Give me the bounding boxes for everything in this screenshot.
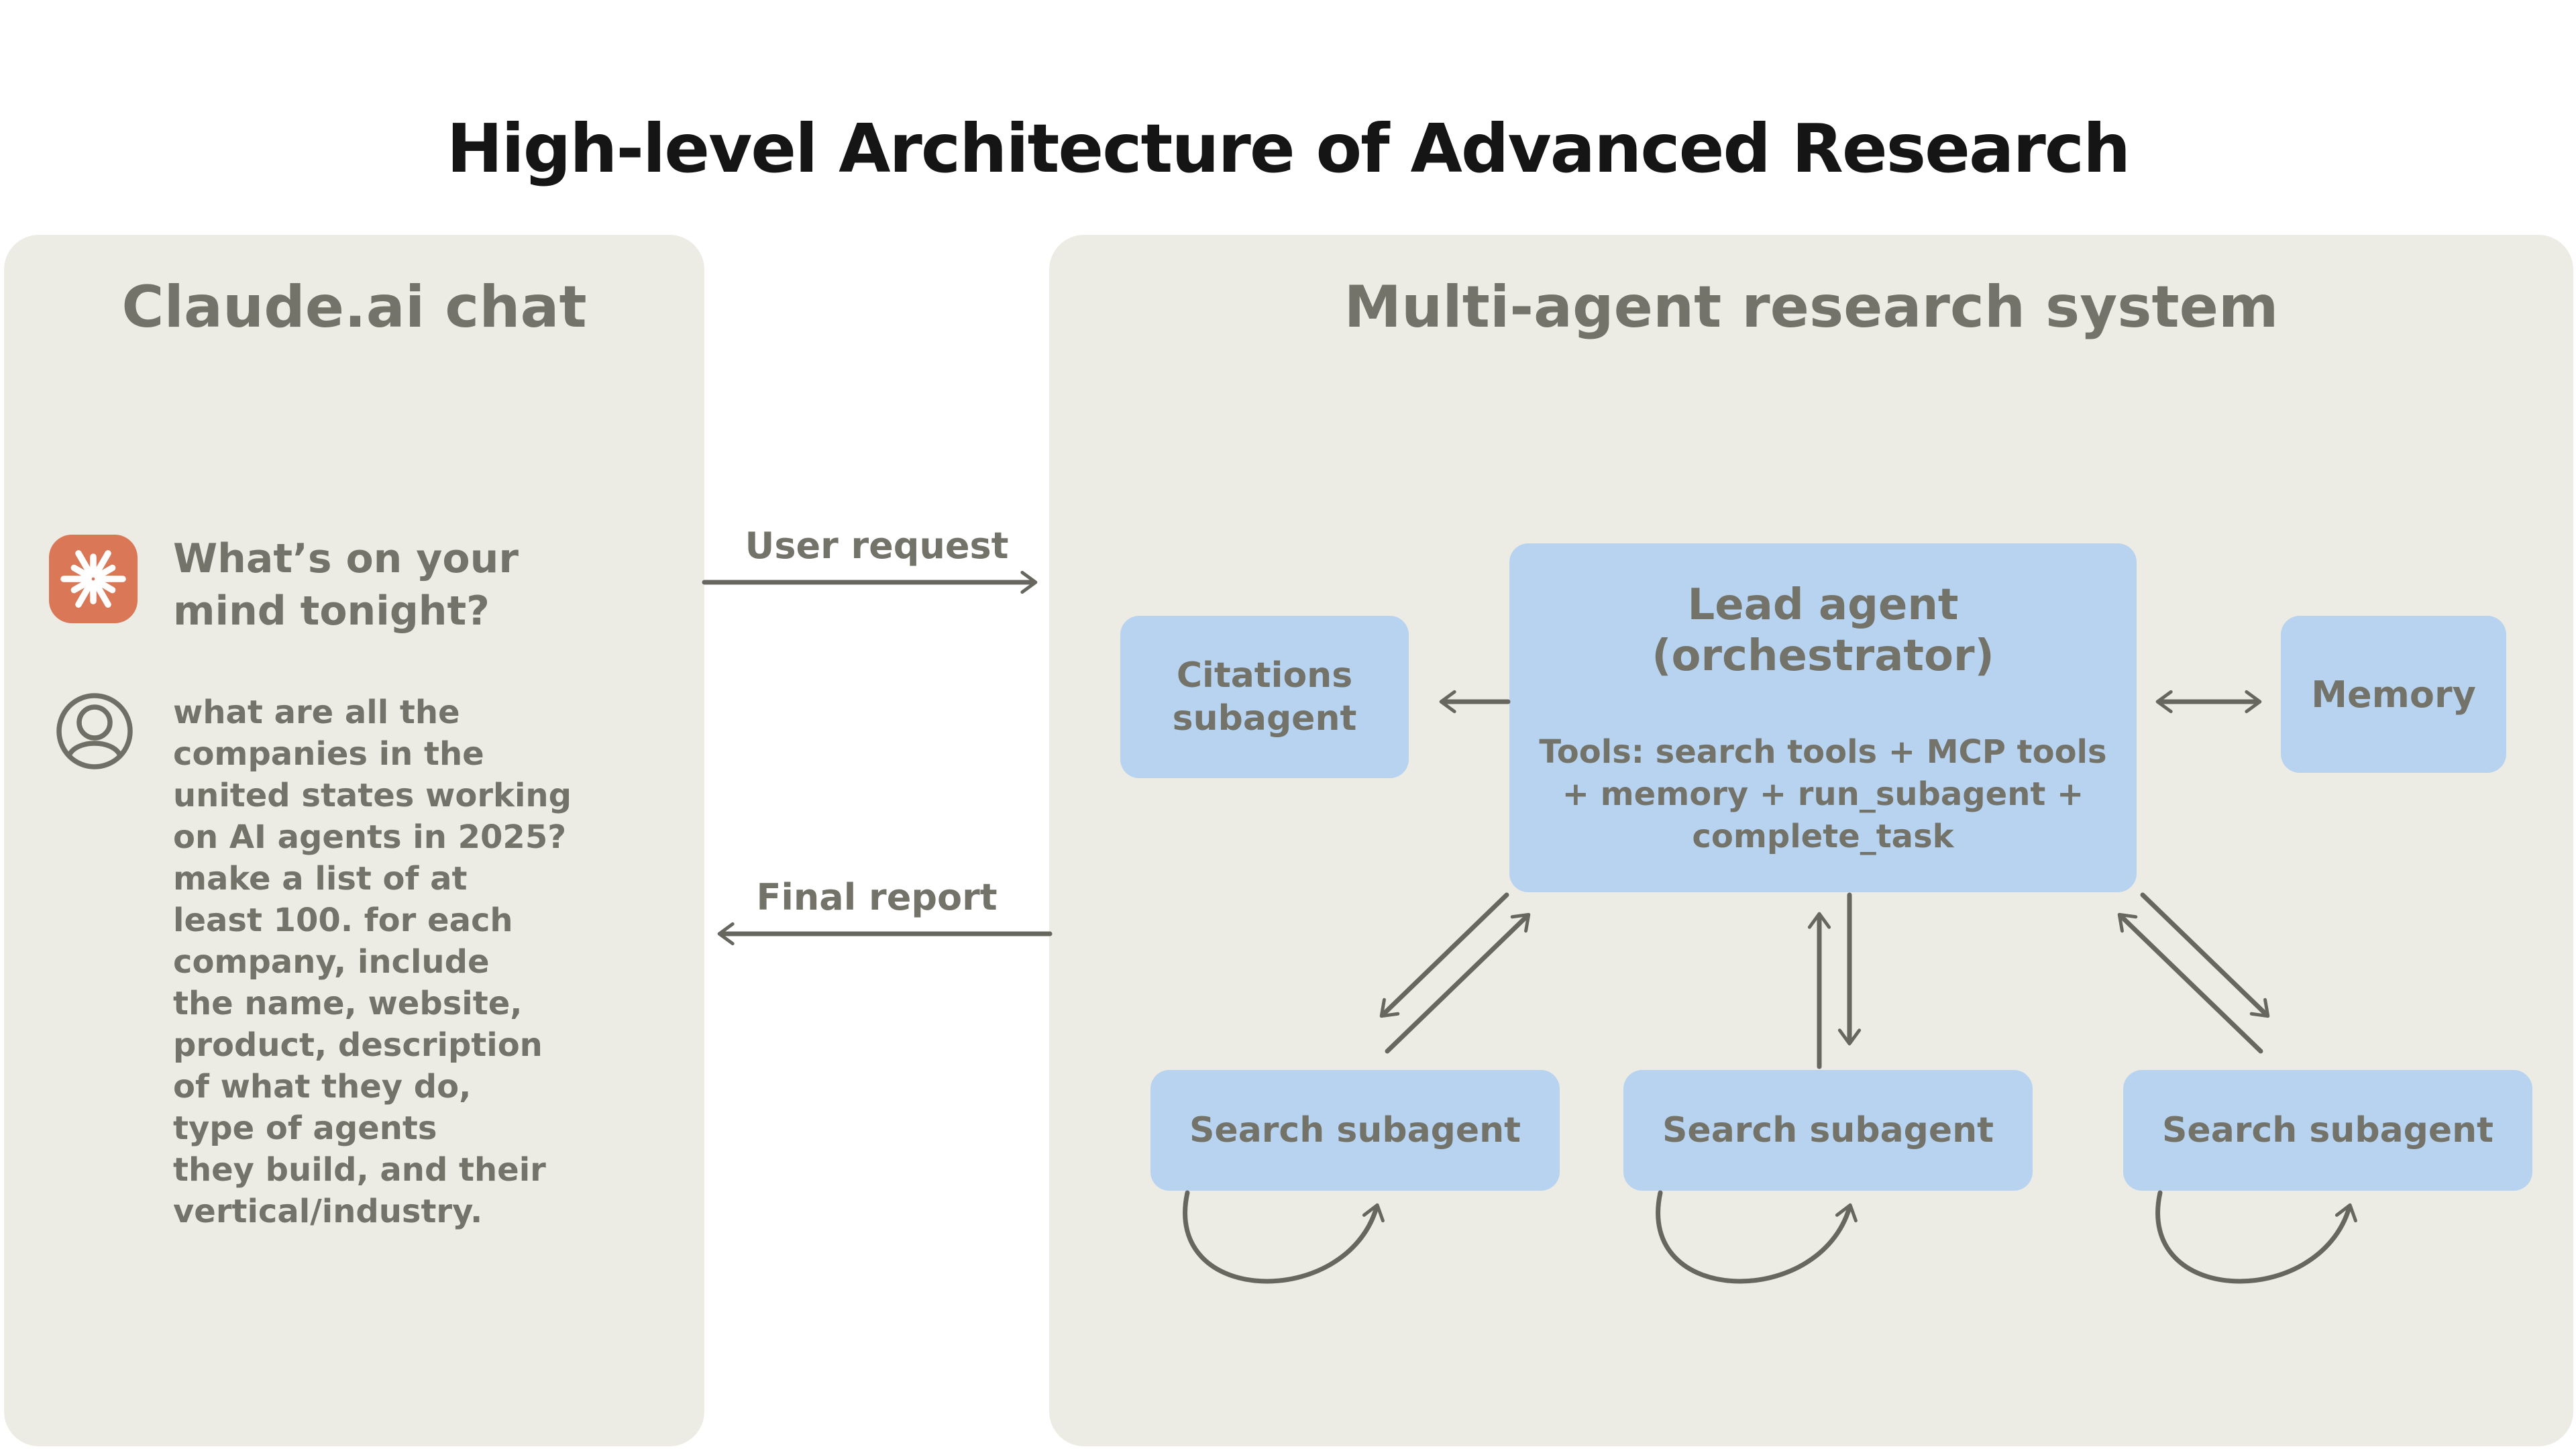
search-subagent-label: Search subagent [2161,1110,2494,1150]
citations-subagent-box: Citations subagent [1120,616,1409,778]
claude-chat-header: Claude.ai chat [121,274,587,341]
claude-chat-panel: Claude.ai chat What’s [4,235,704,1446]
search-subagent-label: Search subagent [1662,1110,1994,1150]
user-request-label: User request [745,525,1009,567]
memory-box: Memory [2281,616,2506,773]
search-subagent-box-3: Search subagent [2123,1070,2532,1191]
multi-agent-panel: Multi-agent research system Citations su… [1049,235,2573,1446]
user-avatar-icon [56,692,133,770]
search-subagent-box-1: Search subagent [1150,1070,1560,1191]
claude-spark-icon [49,535,138,623]
lead-agent-title: Lead agent [1687,580,1959,630]
lead-agent-box: Lead agent (orchestrator) Tools: search … [1509,543,2137,892]
multi-agent-header: Multi-agent research system [1344,274,2279,341]
citations-subagent-label: Citations subagent [1172,655,1357,739]
search-subagent-box-2: Search subagent [1623,1070,2033,1191]
chat-prompt-text: What’s on your mind tonight? [173,535,519,635]
memory-label: Memory [2311,673,2476,716]
claude-spark-glyph [60,550,126,608]
page-title: High-level Architecture of Advanced Rese… [446,109,2131,188]
search-subagent-label: Search subagent [1189,1110,1521,1150]
lead-agent-tools: Tools: search tools + MCP tools + memory… [1539,733,2107,855]
user-message-text: what are all the companies in the united… [173,694,572,1230]
lead-agent-subtitle: (orchestrator) [1652,631,1994,681]
final-report-label: Final report [756,876,998,918]
